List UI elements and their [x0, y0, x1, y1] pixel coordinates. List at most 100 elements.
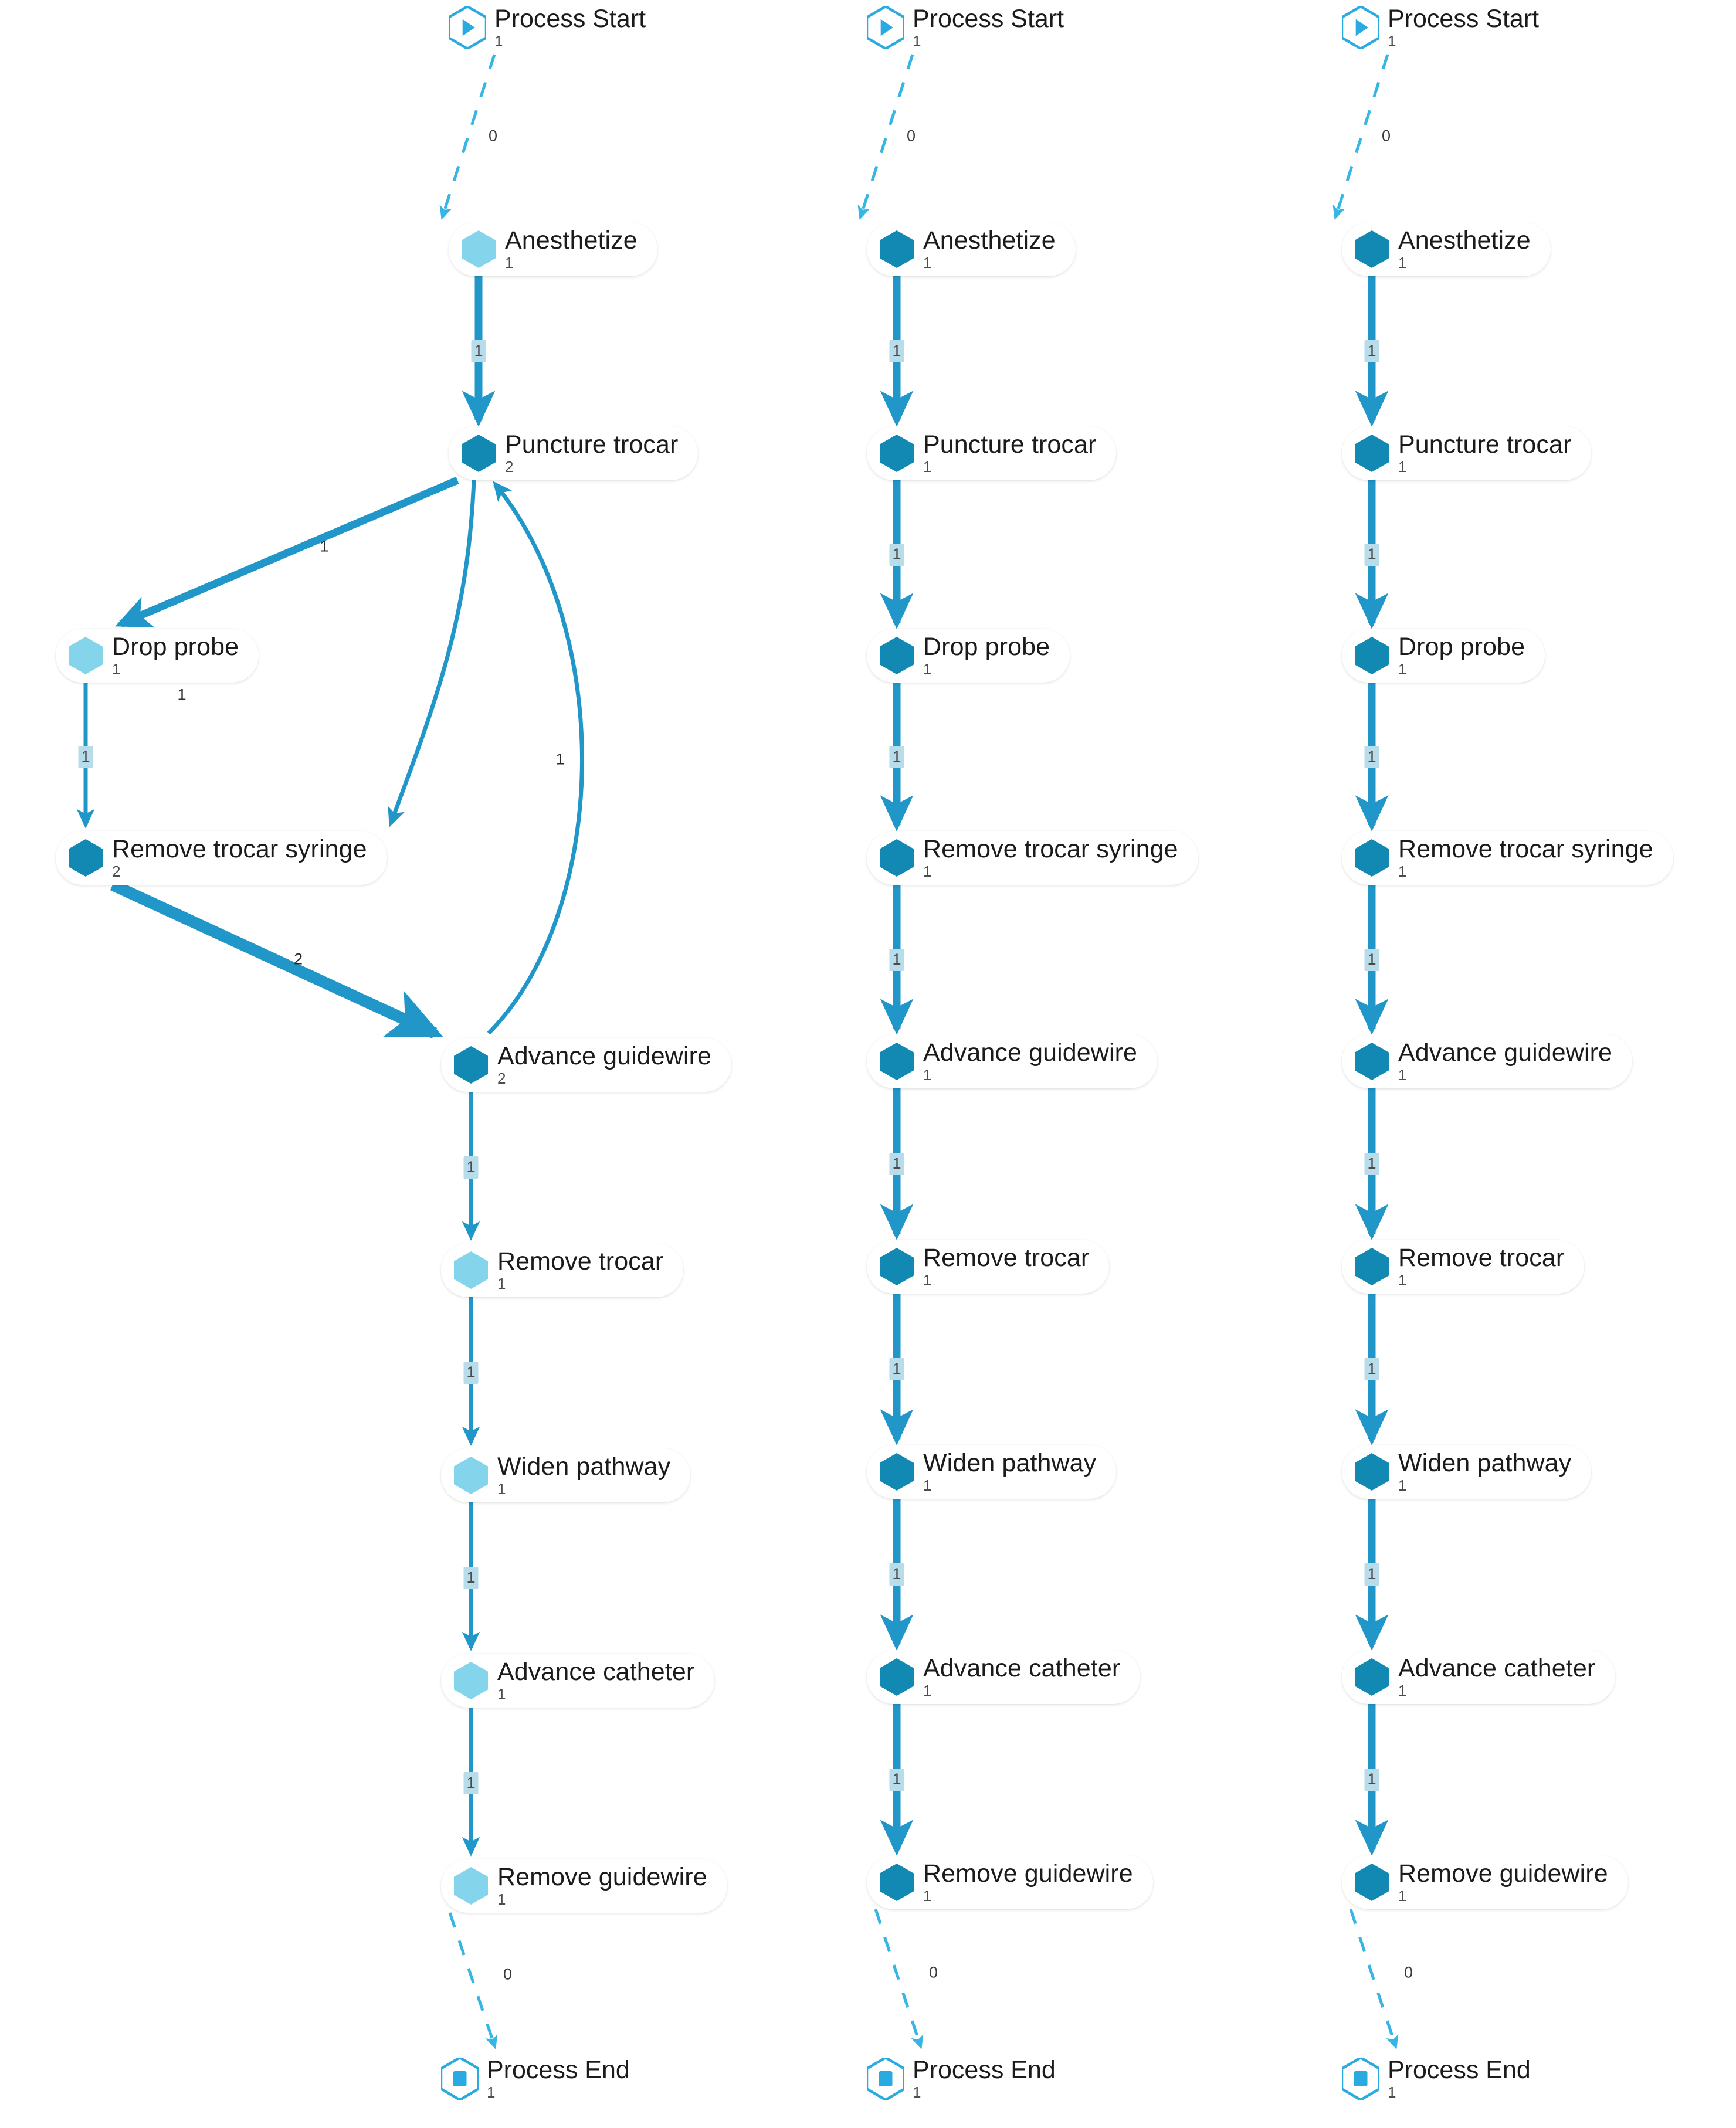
hexagon-icon [1355, 1453, 1389, 1491]
node-count: 1 [923, 863, 932, 880]
play-icon [447, 5, 488, 50]
edge-label: 1 [889, 1769, 904, 1791]
node-count: 1 [497, 1480, 506, 1498]
edge-label: 1 [889, 745, 904, 768]
node-label: Process End [1388, 2056, 1531, 2084]
stop-icon [439, 2056, 480, 2102]
node-count: 1 [923, 254, 932, 271]
node-label: Anesthetize [505, 226, 638, 254]
node-label: Drop probe [112, 633, 239, 661]
node-label: Remove trocar syringe [1398, 835, 1653, 863]
node-count: 1 [487, 2083, 496, 2101]
edge-label: 0 [1403, 1963, 1413, 1981]
node-label: Advance catheter [923, 1654, 1121, 1682]
node-count: 1 [1398, 863, 1407, 880]
node-label: Remove trocar [1398, 1244, 1565, 1272]
edge-label: 1 [889, 948, 904, 971]
edge-removeguide-to-end [874, 1909, 924, 2049]
node-label: Advance catheter [497, 1658, 695, 1686]
hexagon-icon [1355, 637, 1389, 674]
node-count: 1 [923, 1887, 932, 1905]
node-count: 1 [923, 1271, 932, 1289]
edge-label: 0 [928, 1963, 938, 1981]
node-label: Remove trocar syringe [112, 835, 367, 863]
stop-icon [865, 2056, 906, 2102]
hexagon-icon [454, 1662, 488, 1699]
edge-label: 1 [889, 340, 904, 362]
hexagon-icon [1355, 435, 1389, 472]
hexagon-icon [454, 1867, 488, 1905]
node-count: 1 [913, 2083, 921, 2101]
hexagon-icon [880, 1043, 914, 1080]
edge-label: 1 [1364, 1769, 1379, 1791]
node-label: Advance guidewire [923, 1038, 1138, 1067]
node-count: 1 [1398, 1682, 1407, 1699]
node-count: 2 [505, 458, 514, 476]
hexagon-icon [454, 1046, 488, 1084]
hexagon-icon [880, 1864, 914, 1901]
edge-label: 1 [1364, 543, 1379, 566]
node-count: 1 [923, 660, 932, 678]
edge-label: 1 [889, 543, 904, 566]
hexagon-icon [1355, 230, 1389, 268]
edge-label: 1 [1364, 1358, 1379, 1380]
node-label: Remove trocar [497, 1247, 664, 1275]
node-label: Remove trocar syringe [923, 835, 1178, 863]
edge-label: 1 [471, 340, 486, 362]
edge-label: 1 [463, 1362, 479, 1384]
edge-start-to-anesthetize [439, 54, 496, 220]
hexagon-icon [880, 1248, 914, 1285]
play-icon [1340, 5, 1381, 50]
node-count: 1 [505, 254, 514, 271]
node-label: Process End [913, 2056, 1056, 2084]
